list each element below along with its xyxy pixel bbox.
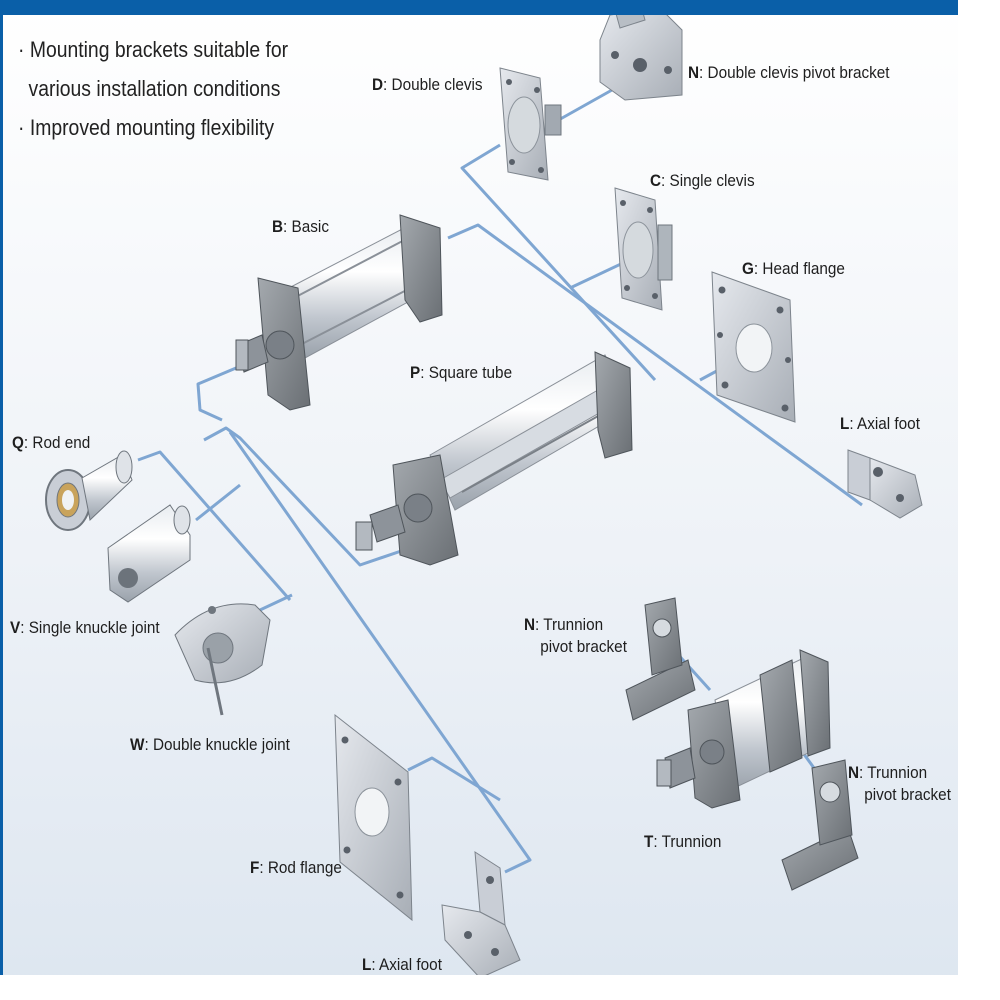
- axial-foot-image-right: [847, 449, 923, 519]
- connector-double-clevis-to-pivot-bracket: [554, 88, 613, 124]
- trunnion-pivot-bracket-image-right: [781, 759, 859, 891]
- trunnion-pivot-bracket-image-left: [625, 597, 696, 721]
- axial-foot-image-bottom: [441, 851, 521, 979]
- connector-basic-rod: [196, 366, 237, 422]
- connector-trunk: [228, 431, 532, 874]
- connector-double-knuckle: [259, 593, 293, 612]
- label-single-knuckle-joint: V: Single knuckle joint: [10, 618, 160, 637]
- single-clevis-image: [614, 187, 673, 311]
- left-border: [0, 0, 3, 975]
- label-double-clevis: D: Double clevis: [372, 75, 483, 94]
- label-single-clevis: C: Single clevis: [650, 171, 755, 190]
- label-axial-foot-right: L: Axial foot: [840, 414, 920, 433]
- feature-list: · Mounting brackets suitable for various…: [18, 30, 288, 147]
- label-rod-flange: F: Rod flange: [250, 858, 342, 877]
- feature-item: · Mounting brackets suitable for: [18, 37, 289, 62]
- label-trunnion: T: Trunnion: [644, 832, 722, 851]
- connector-rod-end: [137, 450, 292, 601]
- connector-double-clevis-to-square-tube: [460, 143, 657, 382]
- feature-item: · Improved mounting flexibility: [18, 115, 275, 140]
- label-rod-end: Q: Rod end: [12, 433, 91, 452]
- square-tube-cylinder-image: [355, 351, 633, 566]
- head-flange-image: [711, 271, 796, 423]
- basic-cylinder-image: [235, 214, 443, 411]
- trunnion-cylinder-image: [656, 649, 831, 809]
- bottom-margin: [0, 975, 1000, 1000]
- top-banner: [0, 0, 958, 15]
- rod-end-image: [45, 450, 133, 531]
- rod-flange-image: [334, 713, 413, 922]
- label-double-clevis-pivot-bracket: N: Double clevis pivot bracket: [688, 63, 890, 82]
- connector-lines: [137, 88, 863, 874]
- label-axial-foot-bottom: L: Axial foot: [362, 955, 442, 974]
- label-double-knuckle-joint: W: Double knuckle joint: [130, 735, 290, 754]
- label-basic: B: Basic: [272, 217, 329, 236]
- connector-basic-to-axial-foot: [447, 223, 863, 507]
- feature-item: various installation conditions: [28, 76, 281, 101]
- double-knuckle-joint-image: [174, 603, 271, 716]
- single-knuckle-joint-image: [107, 504, 191, 603]
- double-clevis-image: [499, 67, 562, 181]
- right-margin: [958, 0, 1000, 1000]
- connector-single-knuckle: [195, 483, 241, 522]
- connector-rod-flange: [407, 756, 501, 802]
- label-head-flange: G: Head flange: [742, 259, 845, 278]
- connector-square-tube-rod: [203, 426, 411, 567]
- label-square-tube: P: Square tube: [410, 363, 513, 382]
